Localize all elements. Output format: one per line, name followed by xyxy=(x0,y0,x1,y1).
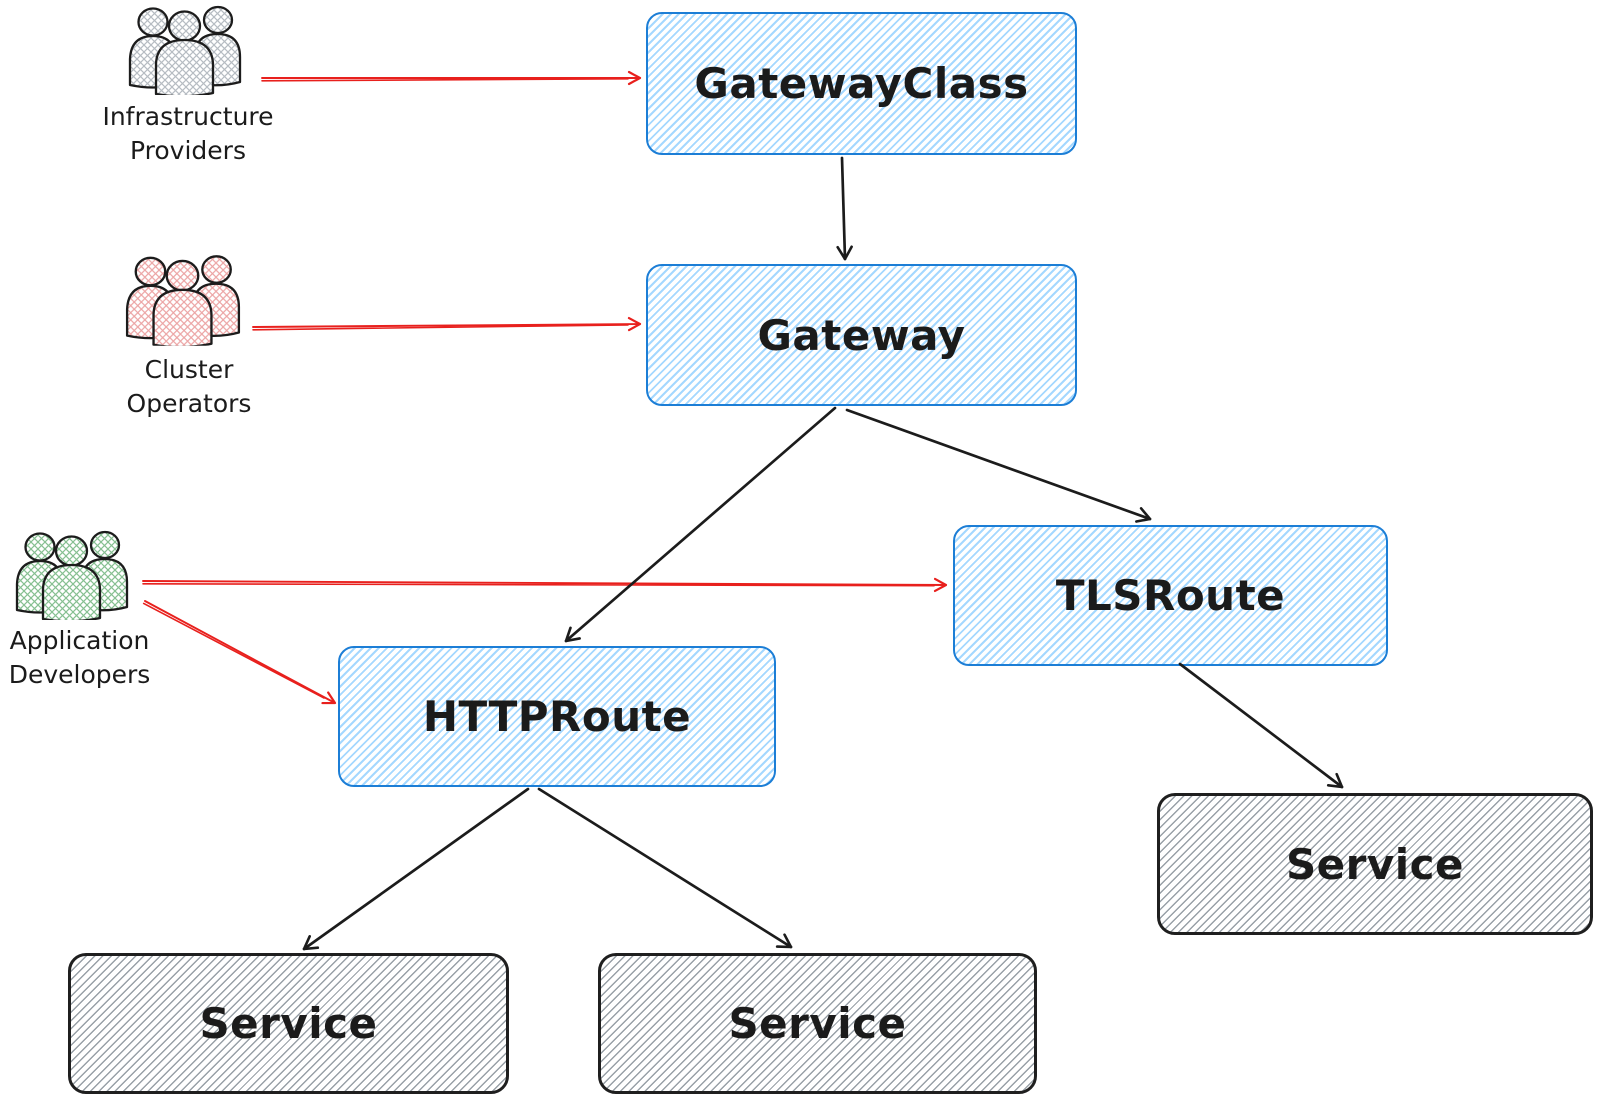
node-label: Gateway xyxy=(757,310,966,360)
actor-label-line: Infrastructure xyxy=(102,102,274,131)
node-label: Service xyxy=(199,999,378,1048)
actor-label-line: Cluster xyxy=(144,355,234,384)
infrastructure-providers-label: Infrastructure Providers xyxy=(63,100,313,168)
actor-label-line: Application xyxy=(9,626,150,655)
edge-httproute-to-service-middle xyxy=(537,787,793,949)
node-gateway: Gateway xyxy=(646,264,1077,406)
edge-httproute-to-service-left xyxy=(302,787,530,951)
application-developers-label: Application Developers xyxy=(0,624,162,692)
node-label: HTTPRoute xyxy=(422,692,692,741)
node-tlsroute: TLSRoute xyxy=(953,525,1388,666)
node-httproute: HTTPRoute xyxy=(338,646,776,787)
edge-application-developers-to-tlsroute xyxy=(142,577,948,593)
edge-gateway-to-tlsroute xyxy=(845,408,1152,523)
actor-label-line: Developers xyxy=(8,660,151,689)
node-label: Service xyxy=(728,999,907,1048)
cluster-operators-label: Cluster Operators xyxy=(64,353,314,421)
actor-label-line: Operators xyxy=(126,389,252,418)
edge-gateway-to-httproute xyxy=(564,406,837,643)
cluster-operators-icon xyxy=(120,251,246,347)
edge-tlsroute-to-service-right xyxy=(1178,662,1344,789)
node-label: Service xyxy=(1285,839,1465,889)
node-service-right: Service xyxy=(1157,793,1593,935)
application-developers-icon xyxy=(10,528,134,620)
edge-application-developers-to-httproute xyxy=(142,600,337,705)
infrastructure-providers-icon xyxy=(123,3,247,95)
actor-label-line: Providers xyxy=(130,136,246,165)
node-service-middle: Service xyxy=(598,953,1037,1094)
edge-cluster-operators-to-gateway xyxy=(252,316,642,332)
edge-infrastructure-providers-to-gatewayclass xyxy=(261,70,642,86)
node-label: TLSRoute xyxy=(1055,571,1286,620)
node-gatewayclass: GatewayClass xyxy=(646,12,1077,155)
node-service-left: Service xyxy=(68,953,509,1094)
node-label: GatewayClass xyxy=(694,59,1029,108)
edge-gatewayclass-to-gateway xyxy=(836,156,853,261)
